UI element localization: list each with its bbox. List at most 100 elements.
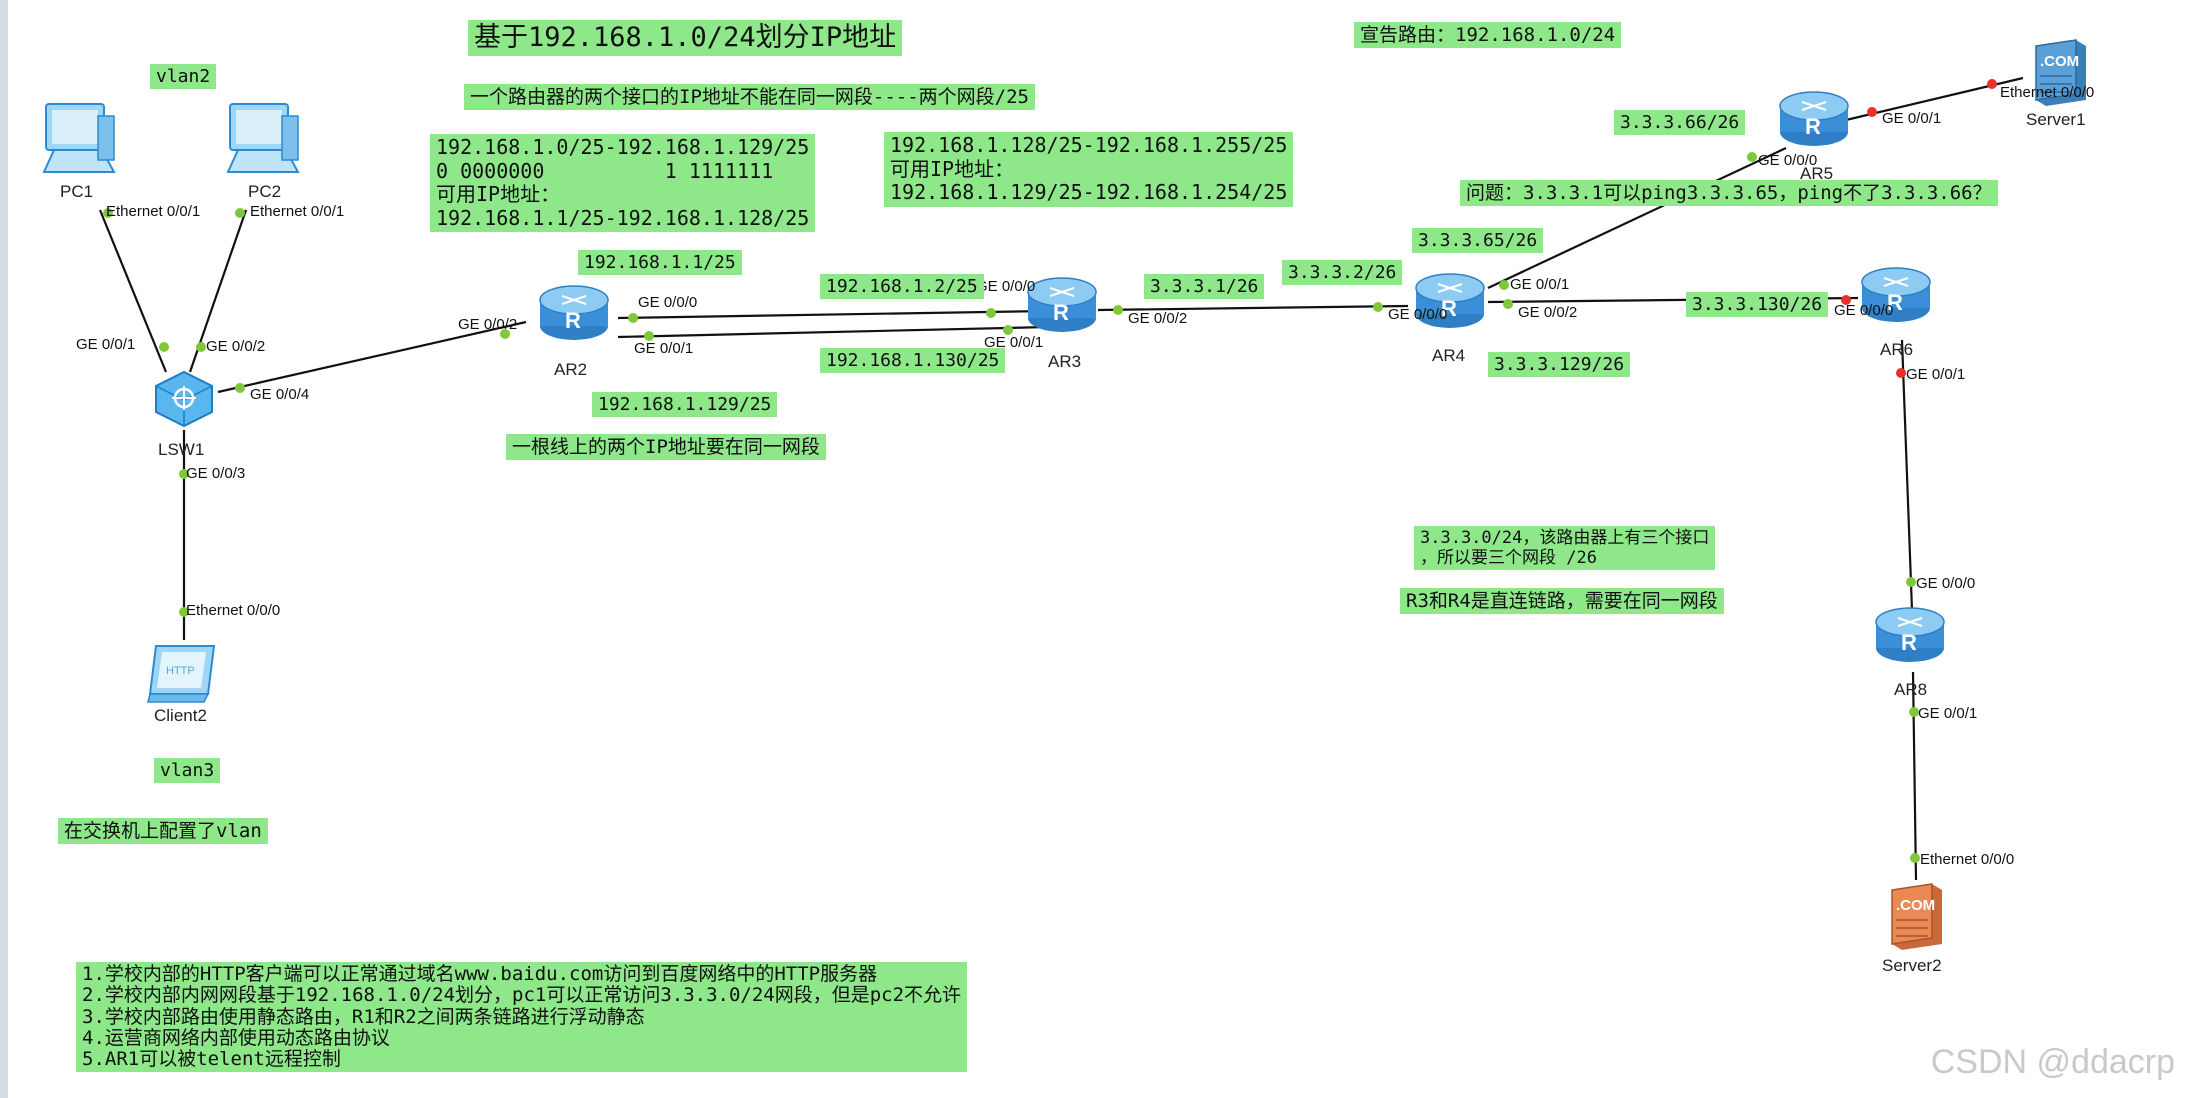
note-ip-3-3-3-65[interactable]: 3.3.3.65/26 — [1412, 228, 1544, 254]
port-dot — [179, 469, 189, 479]
server2-device[interactable]: .COM — [1882, 880, 1946, 957]
note-vlan-config[interactable]: 在交换机上配置了vlan — [58, 818, 268, 845]
note-ip-3-3-3-129[interactable]: 3.3.3.129/26 — [1488, 352, 1631, 378]
client2-device[interactable]: HTTP — [146, 640, 222, 709]
note-vlan3[interactable]: vlan3 — [154, 758, 221, 784]
note-ip-192-168-1-2[interactable]: 192.168.1.2/25 — [820, 274, 984, 300]
device-label: LSW1 — [158, 440, 205, 459]
ar3-device[interactable]: R — [1026, 274, 1098, 341]
svg-text:R: R — [1805, 114, 1821, 139]
port-dot — [1113, 305, 1123, 315]
link-ar6-ar8 — [1900, 339, 1914, 611]
pc-icon — [42, 103, 116, 173]
port-label: GE 0/0/2 — [458, 316, 518, 333]
note-r3-r4[interactable]: R3和R4是直连链路，需要在同一网段 — [1400, 588, 1724, 615]
port-label: GE 0/0/0 — [1834, 302, 1894, 319]
port-label: GE 0/0/2 — [1128, 310, 1188, 327]
note-two-interfaces[interactable]: 一个路由器的两个接口的IP地址不能在同一网段----两个网段/25 — [464, 84, 1035, 111]
device-label: Server1 — [2026, 110, 2086, 129]
note-range2[interactable]: 192.168.1.128/25-192.168.1.255/25 可用IP地址… — [884, 132, 1294, 207]
note-requirements[interactable]: 1.学校内部的HTTP客户端可以正常通过域名www.baidu.com访问到百度… — [76, 962, 968, 1073]
port-label: Ethernet 0/0/1 — [250, 203, 345, 220]
lsw1-device[interactable] — [150, 368, 218, 435]
note-vlan2[interactable]: vlan2 — [150, 64, 217, 90]
note-ip-192-168-1-129[interactable]: 192.168.1.129/25 — [592, 392, 778, 418]
note-question[interactable]: 问题：3.3.3.1可以ping3.3.3.65，ping不了3.3.3.66？ — [1460, 180, 1998, 207]
port-label: Ethernet 0/0/1 — [106, 203, 201, 220]
port-dot — [159, 342, 169, 352]
device-label: AR2 — [554, 360, 588, 379]
port-label: GE 0/0/1 — [1918, 705, 1978, 722]
svg-text:.COM: .COM — [1896, 897, 1935, 914]
device-label: AR4 — [1432, 346, 1466, 365]
ar8-device[interactable]: R — [1874, 604, 1946, 671]
note-three-interfaces[interactable]: 3.3.3.0/24，该路由器上有三个接口 ，所以要三个网段 /26 — [1414, 526, 1716, 571]
note-ip-192-168-1-1[interactable]: 192.168.1.1/25 — [578, 250, 742, 276]
port-dot — [103, 208, 113, 218]
note-ip-192-168-1-130[interactable]: 192.168.1.130/25 — [820, 348, 1006, 374]
pc2-device[interactable] — [224, 98, 304, 185]
ar6-device[interactable]: R — [1860, 264, 1932, 331]
port-dot — [1906, 577, 1916, 587]
port-dot-down — [1867, 107, 1877, 117]
port-label: GE 0/0/2 — [1518, 304, 1578, 321]
port-label: GE 0/0/1 — [1510, 276, 1570, 293]
router-icon: R — [1779, 91, 1849, 146]
device-label: PC2 — [248, 182, 282, 201]
router-icon: R — [1027, 277, 1097, 332]
device-label: Server2 — [1882, 956, 1942, 975]
pc-icon — [226, 103, 300, 173]
note-ip-3-3-3-2[interactable]: 3.3.3.2/26 — [1282, 260, 1403, 286]
note-same-segment[interactable]: 一根线上的两个IP地址要在同一网段 — [506, 434, 826, 461]
router-icon: R — [1875, 607, 1945, 662]
port-label: GE 0/0/2 — [206, 338, 266, 355]
port-label: GE 0/0/0 — [976, 278, 1036, 295]
note-announce[interactable]: 宣告路由：192.168.1.0/24 — [1354, 22, 1622, 49]
port-dot — [1373, 302, 1383, 312]
note-ip-3-3-3-66[interactable]: 3.3.3.66/26 — [1614, 110, 1746, 136]
link-lsw1-ar2 — [217, 320, 527, 394]
server1-device[interactable]: .COM — [2026, 36, 2090, 113]
port-dot — [1003, 325, 1013, 335]
port-label: GE 0/0/1 — [76, 336, 136, 353]
svg-text:.COM: .COM — [2040, 53, 2079, 70]
svg-text:R: R — [565, 308, 581, 333]
port-dot — [1499, 280, 1509, 290]
ar4-device[interactable]: R — [1414, 270, 1486, 337]
topology-links — [98, 76, 2024, 881]
port-label: Ethernet 0/0/0 — [186, 602, 281, 619]
port-label: GE 0/0/3 — [186, 465, 246, 482]
router-icon: R — [539, 285, 609, 340]
ar2-device[interactable]: R — [538, 282, 610, 349]
port-dot — [235, 383, 245, 393]
svg-text:R: R — [1887, 290, 1903, 315]
port-dot — [1909, 707, 1919, 717]
port-dot — [628, 313, 638, 323]
port-dot — [1747, 152, 1757, 162]
ar5-device[interactable]: R — [1778, 88, 1850, 155]
port-dot — [500, 329, 510, 339]
port-label: GE 0/0/1 — [984, 334, 1044, 351]
port-dot-down — [1987, 79, 1997, 89]
note-range1[interactable]: 192.168.1.0/25-192.168.1.129/25 0 000000… — [430, 134, 816, 233]
switch-icon — [155, 370, 213, 428]
port-label: GE 0/0/1 — [1906, 366, 1966, 383]
link-ar2-ar3-b — [617, 325, 1049, 339]
port-label: GE 0/0/1 — [634, 340, 694, 357]
note-title[interactable]: 基于192.168.1.0/24划分IP地址 — [468, 20, 903, 56]
link-pc1-lsw1 — [98, 209, 168, 373]
pc1-device[interactable] — [40, 98, 120, 185]
note-ip-3-3-3-130[interactable]: 3.3.3.130/26 — [1686, 292, 1829, 318]
link-ar3-ar4 — [1097, 304, 1409, 312]
server-icon: .COM — [1891, 883, 1942, 950]
device-label: AR6 — [1880, 340, 1914, 359]
note-ip-3-3-3-1[interactable]: 3.3.3.1/26 — [1144, 274, 1265, 300]
http-client-icon: HTTP — [147, 645, 216, 703]
port-label: GE 0/0/0 — [638, 294, 698, 311]
port-label: GE 0/0/0 — [1758, 152, 1818, 169]
router-icon: R — [1861, 267, 1931, 322]
svg-text:R: R — [1053, 300, 1069, 325]
server-icon: .COM — [2035, 39, 2086, 106]
port-dot — [1910, 853, 1920, 863]
